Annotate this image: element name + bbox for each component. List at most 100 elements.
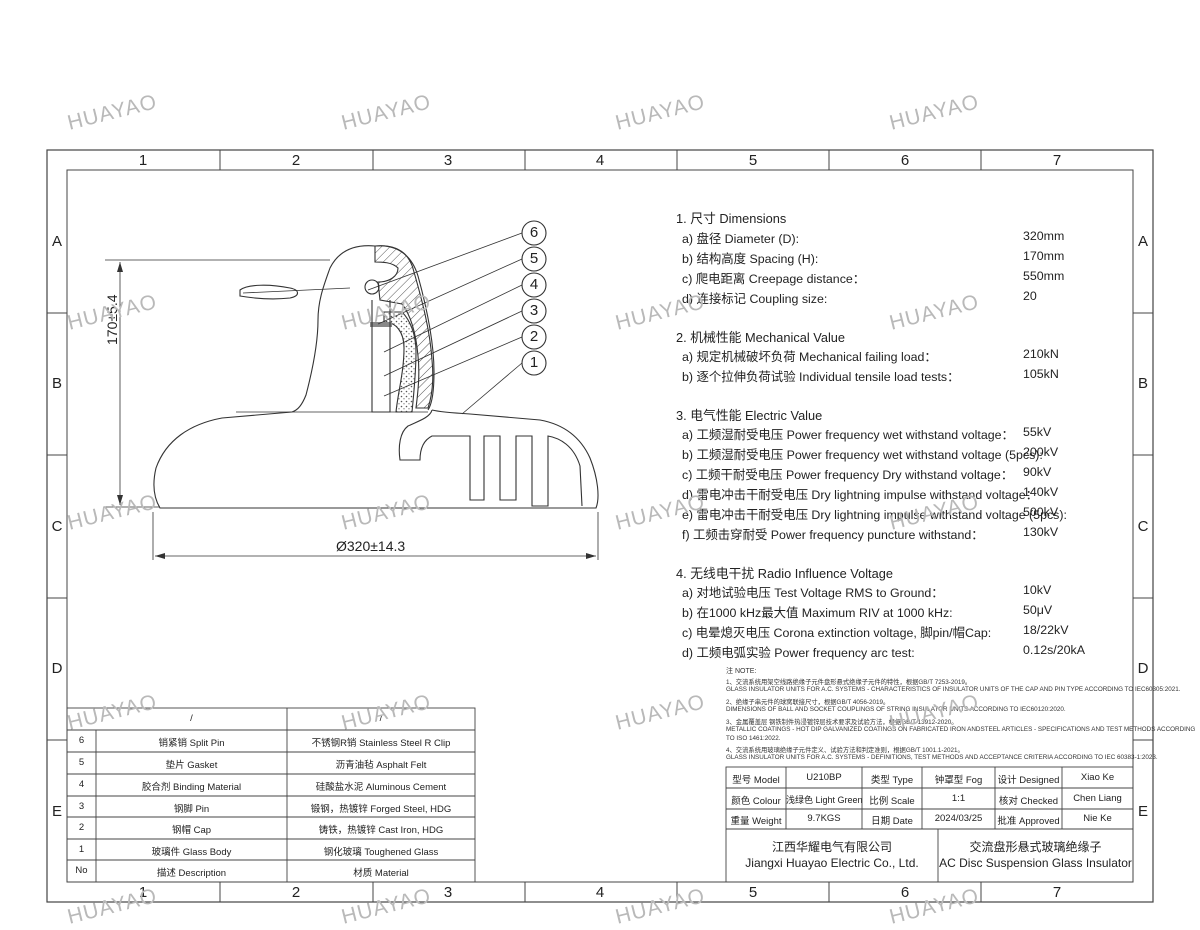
spec-value: 200kV	[1023, 445, 1059, 459]
bom-header-material: 材质 Material	[353, 868, 409, 879]
bom-material: 硅酸盐水泥 Aluminous Cement	[315, 782, 447, 793]
note-line: GLASS INSULATOR UNITS FOR A.C. SYSTEMS -…	[726, 754, 1158, 761]
grid-col-3: 3	[443, 152, 453, 169]
tb-scale-value: 1:1	[951, 793, 966, 804]
grid-col-5-bottom: 5	[748, 884, 758, 901]
insulator-drawing	[105, 220, 599, 560]
spec-label: a) 对地试验电压 Test Voltage RMS to Ground：	[682, 586, 944, 600]
spec-value: 130kV	[1023, 525, 1059, 539]
tb-checked-label: 核对 Checked	[998, 796, 1059, 807]
bom-material: 不锈钢R销 Stainless Steel R Clip	[311, 738, 451, 749]
tb-product-cn: 交流盘形悬式玻璃绝缘子	[969, 840, 1102, 854]
bom-no: 4	[78, 779, 85, 790]
bom-material: 钢化玻璃 Toughened Glass	[323, 847, 439, 858]
spec-value: 320mm	[1023, 229, 1065, 243]
spec-value: 10kV	[1023, 583, 1052, 597]
tb-weight-value: 9.7KGS	[807, 813, 841, 824]
bom-no: 3	[78, 801, 85, 812]
note-line: METALLIC COATINGS - HOT DIP GALVANIZED C…	[726, 726, 1196, 733]
spacing-dimension: 170±5.4	[104, 294, 120, 345]
grid-col-1: 1	[138, 152, 148, 169]
grid-row-d-right: D	[1137, 660, 1149, 677]
spec-label: d) 工频电弧实验 Power frequency arc test:	[682, 646, 915, 660]
bom-placeholder: /	[190, 713, 193, 724]
callout-3: 3	[529, 302, 539, 319]
grid-col-6: 6	[900, 152, 910, 169]
tb-scale-label: 比例 Scale	[869, 796, 915, 807]
bom-no: 5	[78, 757, 85, 768]
tb-designed-label: 设计 Designed	[997, 775, 1060, 786]
spec-riv-title: 4. 无线电干扰 Radio Influence Voltage	[676, 566, 893, 581]
note-line: TO ISO 1461:2022.	[726, 735, 781, 742]
grid-col-4-bottom: 4	[595, 884, 605, 901]
spec-dimensions-title: 1. 尺寸 Dimensions	[676, 211, 787, 226]
spec-label: d) 雷电冲击干耐受电压 Dry lightning impulse withs…	[682, 488, 1039, 502]
grid-col-7: 7	[1052, 152, 1062, 169]
spec-mechanical-title: 2. 机械性能 Mechanical Value	[676, 330, 846, 345]
spec-value: 50μV	[1023, 603, 1053, 617]
bom-material: 铸铁，热镀锌 Cast Iron, HDG	[318, 825, 444, 836]
spec-value: 210kN	[1023, 347, 1059, 361]
bom-material: 沥青油毡 Asphalt Felt	[335, 760, 427, 771]
grid-col-1-bottom: 1	[138, 884, 148, 901]
notes-title: 注 NOTE:	[726, 668, 757, 675]
tb-company-en: Jiangxi Huayao Electric Co., Ltd.	[745, 856, 919, 870]
tb-date-value: 2024/03/25	[934, 813, 983, 824]
spec-label: a) 盘径 Diameter (D):	[682, 232, 800, 246]
spec-value: 18/22kV	[1023, 623, 1069, 637]
spec-label: b) 逐个拉伸负荷试验 Individual tensile load test…	[682, 370, 960, 384]
tb-date-label: 日期 Date	[871, 816, 913, 827]
note-line: 2、绝缘子串元件的球窝联接尺寸，根据GB/T 4056-2019。	[726, 699, 890, 706]
grid-row-c: C	[51, 518, 63, 535]
bom-header-description: 描述 Description	[156, 868, 227, 879]
tb-checked-value: Chen Liang	[1073, 793, 1122, 804]
spec-label: c) 电晕熄灭电压 Corona extinction voltage, 脚pi…	[682, 626, 992, 640]
bom-table-lines	[66, 707, 476, 883]
sheet-frame	[46, 149, 1154, 903]
bom-description: 垫片 Gasket	[165, 760, 218, 771]
grid-row-a-right: A	[1137, 233, 1148, 250]
bom-no: 1	[78, 844, 85, 855]
grid-row-d: D	[51, 660, 63, 677]
diameter-dimension: Ø320±14.3	[336, 538, 406, 554]
grid-col-3-bottom: 3	[443, 884, 453, 901]
grid-col-4: 4	[595, 152, 605, 169]
spec-label: b) 在1000 kHz最大值 Maximum RIV at 1000 kHz:	[682, 606, 953, 620]
tb-colour-label: 颜色 Colour	[731, 796, 781, 807]
grid-col-5: 5	[748, 152, 758, 169]
tb-model-value: U210BP	[806, 772, 842, 783]
grid-row-c-right: C	[1137, 518, 1149, 535]
spec-label: a) 工频湿耐受电压 Power frequency wet withstand…	[682, 428, 1014, 442]
spec-value: 55kV	[1023, 425, 1052, 439]
callout-6: 6	[529, 224, 539, 241]
spec-value: 140kV	[1023, 485, 1059, 499]
spec-label: e) 雷电冲击干耐受电压 Dry lightning impulse withs…	[682, 508, 1067, 522]
grid-col-6-bottom: 6	[900, 884, 910, 901]
spec-value: 550mm	[1023, 269, 1065, 283]
note-line: 4、交流系统用玻璃绝缘子元件定义、试验方法和判定准则，根据GB/T 1001.1…	[726, 747, 964, 754]
spec-label: a) 规定机械破坏负荷 Mechanical failing load：	[682, 350, 937, 364]
grid-row-e-right: E	[1137, 803, 1148, 820]
bom-no: 2	[78, 822, 85, 833]
note-line: 1、交流系统用架空线路绝缘子元件盘形悬式绝缘子元件的特性，根据GB/T 7253…	[726, 679, 972, 686]
tb-designed-value: Xiao Ke	[1080, 772, 1115, 783]
title-block-lines	[725, 766, 1134, 883]
spec-label: f) 工频击穿耐受 Power frequency puncture withs…	[682, 528, 984, 542]
callout-2: 2	[529, 328, 539, 345]
bom-description: 玻璃件 Glass Body	[151, 847, 232, 858]
bom-description: 钢帽 Cap	[171, 825, 212, 836]
spec-value: 500kV	[1023, 505, 1059, 519]
grid-row-e: E	[51, 803, 62, 820]
spec-label: d) 连接标记 Coupling size:	[682, 292, 828, 306]
note-line: DIMENSIONS OF BALL AND SOCKET COUPLINGS …	[726, 706, 1066, 713]
grid-row-a: A	[51, 233, 62, 250]
tb-product-en: AC Disc Suspension Glass Insulator	[939, 856, 1132, 870]
grid-col-2: 2	[291, 152, 301, 169]
grid-col-2-bottom: 2	[291, 884, 301, 901]
spec-value: 0.12s/20kA	[1023, 643, 1085, 657]
spec-label: b) 结构高度 Spacing (H):	[682, 252, 819, 266]
bom-description: 销紧销 Split Pin	[158, 738, 225, 749]
bom-material: 锻钢，热镀锌 Forged Steel, HDG	[310, 804, 452, 815]
